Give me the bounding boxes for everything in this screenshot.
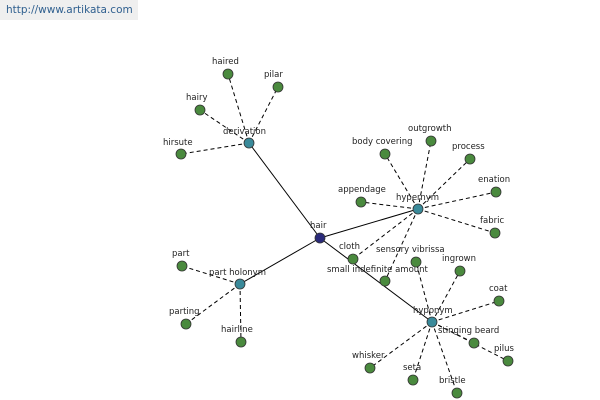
label-leaf-pilar: pilar — [264, 70, 283, 80]
label-leaf-sensory-vibrissa: sensory vibrissa — [376, 245, 445, 255]
node-leaf-whisker[interactable] — [364, 362, 376, 374]
edge-hair-derivation — [248, 142, 321, 239]
label-relation-part-holonym: part holonym — [209, 268, 266, 278]
label-leaf-whisker: whisker — [352, 351, 385, 361]
edge-hyponym-whisker — [369, 321, 433, 369]
edge-part-holonym-hairline — [239, 283, 242, 343]
label-leaf-cloth: cloth — [339, 242, 360, 252]
node-leaf-appendage[interactable] — [355, 196, 367, 208]
edge-hyponym-ingrown — [431, 270, 461, 323]
label-leaf-stinging-beard: stinging beard — [438, 326, 499, 336]
edge-derivation-hirsute — [180, 142, 250, 155]
node-leaf-body-covering[interactable] — [379, 148, 391, 160]
edge-hypernym1-small-indefinite-amount — [384, 208, 419, 282]
node-leaf-haired[interactable] — [222, 68, 234, 80]
edge-hyponym-coat — [431, 300, 500, 323]
node-relation-hypernym1[interactable] — [412, 203, 424, 215]
edge-hair-part-holonym — [239, 237, 321, 285]
label-leaf-fabric: fabric — [480, 216, 504, 226]
node-leaf-fabric[interactable] — [489, 227, 501, 239]
node-leaf-enation[interactable] — [490, 186, 502, 198]
node-leaf-pilus[interactable] — [502, 355, 514, 367]
label-leaf-process: process — [452, 142, 485, 152]
label-leaf-small-indefinite-amount: small indefinite amount — [327, 265, 429, 275]
edge-derivation-hairy — [199, 109, 250, 144]
node-leaf-hairline[interactable] — [235, 336, 247, 348]
node-leaf-part[interactable] — [176, 260, 188, 272]
edge-hypernym1-appendage — [360, 201, 419, 210]
node-leaf-coat[interactable] — [493, 295, 505, 307]
edge-part-holonym-parting — [185, 283, 241, 325]
label-leaf-appendage: appendage — [338, 185, 386, 195]
label-leaf-part: part — [172, 249, 190, 259]
node-root-hair[interactable] — [314, 232, 326, 244]
label-relation-derivation: derivation — [223, 127, 266, 137]
edge-hair-hyponym — [319, 237, 433, 323]
node-relation-hyponym[interactable] — [426, 316, 438, 328]
node-leaf-sensory-vibrissa[interactable] — [410, 256, 422, 268]
label-leaf-ingrown: ingrown — [442, 254, 476, 264]
label-leaf-outgrowth: outgrowth — [408, 124, 452, 134]
edge-derivation-haired — [227, 73, 250, 144]
node-relation-part-holonym[interactable] — [234, 278, 246, 290]
node-leaf-hairy[interactable] — [194, 104, 206, 116]
edge-derivation-pilar — [248, 86, 279, 144]
node-leaf-ingrown[interactable] — [454, 265, 466, 277]
label-leaf-haired: haired — [212, 57, 239, 67]
node-leaf-seta[interactable] — [407, 374, 419, 386]
label-leaf-hirsute: hirsute — [163, 138, 193, 148]
label-leaf-hairline: hairline — [221, 325, 253, 335]
node-leaf-hirsute[interactable] — [175, 148, 187, 160]
label-leaf-seta: seta — [403, 363, 421, 373]
label-leaf-enation: enation — [478, 175, 510, 185]
label-leaf-hairy: hairy — [186, 93, 207, 103]
node-leaf-bristle[interactable] — [451, 387, 463, 399]
node-leaf-parting[interactable] — [180, 318, 192, 330]
node-leaf-process[interactable] — [464, 153, 476, 165]
edge-hypernym1-outgrowth — [417, 140, 432, 210]
label-leaf-coat: coat — [489, 284, 508, 294]
edge-hypernym1-body-covering — [384, 153, 419, 210]
label-relation-hypernym1: hypernym — [396, 193, 439, 203]
edge-hair-hypernym1 — [319, 208, 419, 239]
node-leaf-outgrowth[interactable] — [425, 135, 437, 147]
edge-hypernym1-process — [417, 158, 471, 210]
source-url[interactable]: http://www.artikata.com — [0, 0, 138, 20]
edge-part-holonym-part — [181, 265, 241, 285]
node-relation-derivation[interactable] — [243, 137, 255, 149]
label-leaf-parting: parting — [169, 307, 200, 317]
edge-hypernym1-enation — [417, 191, 497, 210]
node-leaf-small-indefinite-amount[interactable] — [379, 275, 391, 287]
edge-hyponym-sensory-vibrissa — [415, 261, 433, 323]
node-leaf-stinging-beard[interactable] — [468, 337, 480, 349]
node-leaf-pilar[interactable] — [272, 81, 284, 93]
label-relation-hyponym: hyponym — [413, 306, 453, 316]
label-leaf-pilus: pilus — [494, 344, 515, 354]
node-leaf-cloth[interactable] — [347, 253, 359, 265]
edge-hyponym-bristle — [431, 321, 458, 394]
label-root: hair — [310, 221, 327, 231]
label-leaf-body-covering: body covering — [352, 137, 413, 147]
label-leaf-bristle: bristle — [439, 376, 466, 386]
edge-hyponym-seta — [412, 321, 433, 381]
